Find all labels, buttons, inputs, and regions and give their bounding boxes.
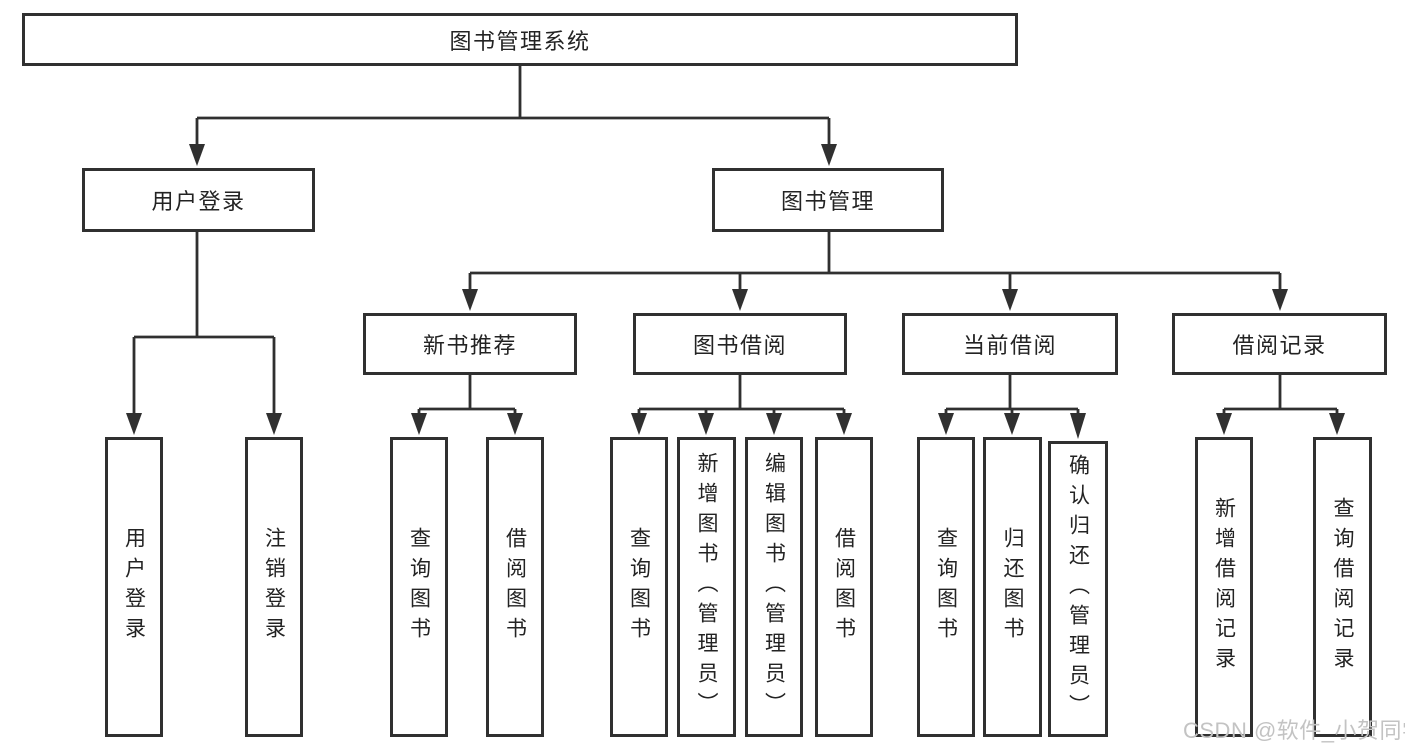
- node-leaf-query-books-recommend-label: 查询图书: [407, 527, 431, 647]
- node-leaf-add-borrow-record: 新增借阅记录: [1195, 437, 1253, 737]
- node-leaf-logout-label: 注销登录: [262, 527, 286, 647]
- node-leaf-confirm-return-admin-label: 确认归还（管理员）: [1066, 454, 1090, 724]
- node-leaf-add-books-admin-label: 新增图书（管理员）: [695, 452, 718, 722]
- node-leaf-return-books-label: 归还图书: [1001, 527, 1024, 647]
- node-new-book-recommend-label: 新书推荐: [422, 333, 517, 358]
- node-user-login: 用户登录: [82, 168, 315, 232]
- node-leaf-query-books-borrowing: 查询图书: [610, 437, 668, 737]
- node-leaf-borrow-books: 借阅图书: [815, 437, 873, 737]
- node-leaf-borrow-books-recommend: 借阅图书: [486, 437, 544, 737]
- node-leaf-edit-books-admin: 编辑图书（管理员）: [745, 437, 803, 737]
- node-borrow-records: 借阅记录: [1172, 313, 1387, 375]
- node-leaf-borrow-books-label: 借阅图书: [832, 527, 856, 647]
- node-leaf-add-borrow-record-label: 新增借阅记录: [1212, 497, 1236, 677]
- csdn-watermark: CSDN @软件_小贺同学: [1183, 718, 1405, 743]
- node-library-system: 图书管理系统: [22, 13, 1018, 66]
- node-book-borrowing: 图书借阅: [633, 313, 847, 375]
- node-library-system-label: 图书管理系统: [449, 28, 591, 54]
- node-leaf-borrow-books-recommend-label: 借阅图书: [503, 527, 527, 647]
- node-leaf-logout: 注销登录: [245, 437, 303, 737]
- node-leaf-add-books-admin: 新增图书（管理员）: [677, 437, 736, 737]
- node-leaf-query-borrow-record-label: 查询借阅记录: [1331, 497, 1354, 677]
- node-borrow-records-label: 借阅记录: [1232, 333, 1327, 358]
- node-leaf-query-borrow-record: 查询借阅记录: [1313, 437, 1372, 737]
- node-leaf-query-books-recommend: 查询图书: [390, 437, 448, 737]
- node-book-borrowing-label: 图书借阅: [692, 333, 787, 358]
- node-leaf-query-books-borrowing-label: 查询图书: [627, 527, 651, 647]
- node-leaf-query-books-current-label: 查询图书: [934, 527, 958, 647]
- node-current-borrowing-label: 当前借阅: [962, 333, 1057, 358]
- node-leaf-user-login-label: 用户登录: [122, 527, 146, 647]
- node-new-book-recommend: 新书推荐: [363, 313, 577, 375]
- node-current-borrowing: 当前借阅: [902, 313, 1118, 375]
- node-user-login-label: 用户登录: [151, 189, 246, 214]
- node-leaf-user-login: 用户登录: [105, 437, 163, 737]
- node-book-management-label: 图书管理: [780, 189, 875, 214]
- node-leaf-return-books: 归还图书: [983, 437, 1042, 737]
- node-book-management: 图书管理: [712, 168, 944, 232]
- node-leaf-edit-books-admin-label: 编辑图书（管理员）: [762, 452, 786, 722]
- node-leaf-query-books-current: 查询图书: [917, 437, 975, 737]
- node-leaf-confirm-return-admin: 确认归还（管理员）: [1048, 441, 1108, 737]
